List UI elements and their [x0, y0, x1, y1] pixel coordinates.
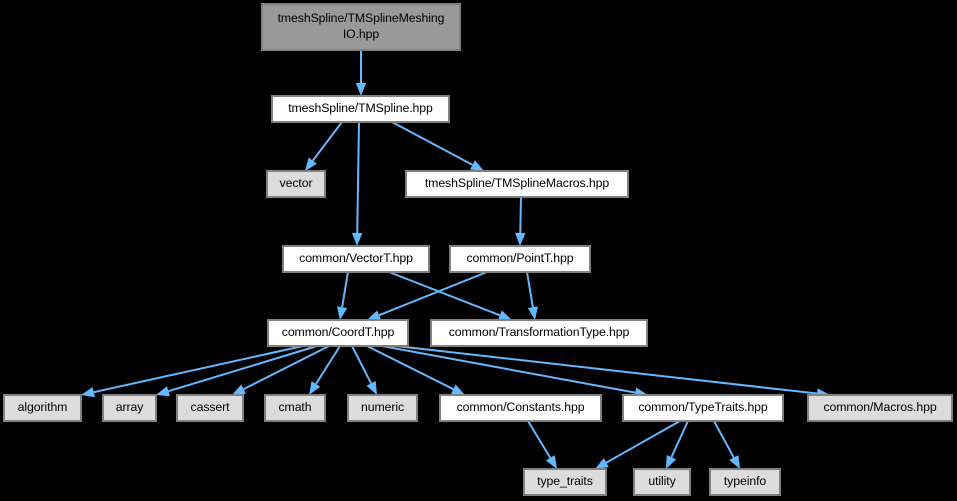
graph-node-type-traits[interactable]: type_traits	[523, 468, 607, 496]
arrowhead-icon-n0-to-n1	[355, 83, 367, 96]
graph-node-utility[interactable]: utility	[633, 468, 691, 496]
graph-node-array[interactable]: array	[102, 394, 157, 422]
graph-edge-n6-to-n8	[93, 345, 304, 394]
graph-node-cassert[interactable]: cassert	[176, 394, 244, 422]
graph-node-common-vectort-hpp[interactable]: common/VectorT.hpp	[282, 245, 430, 273]
graph-node-common-constants-hpp[interactable]: common/Constants.hpp	[439, 394, 602, 422]
graph-node-common-typetraits-hpp[interactable]: common/TypeTraits.hpp	[622, 394, 784, 422]
arrowhead-icon-n1-to-n4	[352, 232, 363, 246]
graph-edge-n13-to-n16	[527, 420, 552, 459]
graph-edge-n6-to-n12	[351, 345, 372, 384]
graph-node-cmath[interactable]: cmath	[264, 394, 326, 422]
graph-edge-n6-to-n13	[366, 345, 454, 391]
arrowhead-icon-n6-to-n10	[232, 384, 246, 395]
arrowhead-icon-n14-to-n16	[595, 458, 609, 469]
graph-edge-n4-to-n7	[388, 271, 501, 317]
arrowhead-icon-n6-to-n12	[366, 381, 377, 395]
arrowhead-icon-n13-to-n16	[545, 455, 557, 469]
arrowhead-icon-n5-to-n7	[527, 306, 538, 320]
graph-edge-n1-to-n2	[312, 121, 343, 162]
graph-edge-n4-to-n6	[341, 271, 349, 308]
graph-edge-n6-to-n14	[381, 345, 636, 394]
graph-edge-n6-to-n11	[315, 345, 341, 385]
graph-node-typeinfo[interactable]: typeinfo	[709, 468, 781, 496]
graph-edge-n6-to-n9	[168, 345, 318, 393]
arrowhead-icon-n6-to-n8	[81, 387, 95, 398]
graph-node-tmeshspline-tmsplinemeshing-io-hpp[interactable]: tmeshSpline/TMSplineMeshing IO.hpp	[261, 3, 461, 51]
arrowhead-icon-n4-to-n7	[497, 310, 512, 321]
graph-node-algorithm[interactable]: algorithm	[3, 394, 82, 422]
graph-edge-n6-to-n15	[395, 345, 818, 395]
graph-node-common-coordt-hpp[interactable]: common/CoordT.hpp	[267, 319, 409, 347]
graph-node-tmeshspline-tmsplinemacros-hpp[interactable]: tmeshSpline/TMSplineMacros.hpp	[405, 170, 629, 198]
graph-node-tmeshspline-tmspline-hpp[interactable]: tmeshSpline/TMSpline.hpp	[271, 95, 450, 123]
graph-node-common-macros-hpp[interactable]: common/Macros.hpp	[807, 394, 953, 422]
graph-edge-n14-to-n17	[670, 420, 689, 458]
graph-edge-n14-to-n18	[713, 420, 735, 459]
arrowhead-icon-n3-to-n5	[515, 232, 526, 246]
graph-edge-n1-to-n3	[391, 121, 473, 166]
arrowhead-icon-n6-to-n9	[156, 386, 170, 397]
arrowhead-icon-n6-to-n13	[451, 384, 465, 395]
graph-node-common-transformationtype-hpp[interactable]: common/TransformationType.hpp	[430, 319, 648, 347]
arrowhead-icon-n14-to-n17	[666, 455, 677, 469]
graph-node-numeric[interactable]: numeric	[347, 394, 418, 422]
arrowhead-icon-n4-to-n6	[337, 306, 348, 320]
graph-edge-n1-to-n4	[356, 121, 360, 234]
arrowhead-icon-n1-to-n2	[305, 157, 317, 171]
arrowhead-icon-n6-to-n11	[309, 381, 321, 395]
graph-edge-n6-to-n10	[243, 345, 330, 391]
graph-edge-n5-to-n7	[526, 271, 534, 308]
arrowhead-icon-n14-to-n18	[729, 455, 740, 469]
graph-node-vector[interactable]: vector	[266, 170, 326, 198]
graph-edge-n14-to-n16	[605, 420, 681, 464]
graph-edge-n3-to-n5	[519, 196, 522, 234]
arrowhead-icon-n5-to-n6	[367, 310, 382, 320]
arrowhead-icon-n1-to-n3	[470, 160, 484, 171]
graph-edge-n5-to-n6	[378, 271, 488, 317]
graph-node-common-pointt-hpp[interactable]: common/PointT.hpp	[449, 245, 591, 273]
